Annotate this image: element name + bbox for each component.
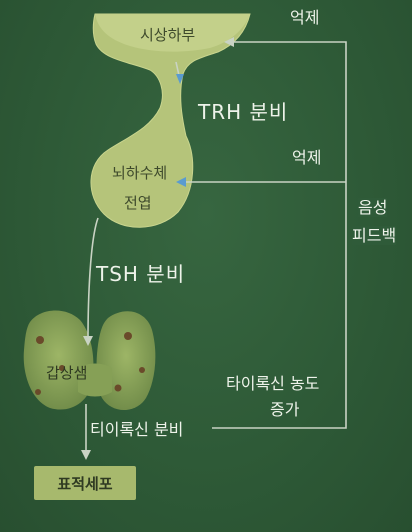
target-cells-box: 표적세포 (34, 466, 136, 500)
feedback-arrowhead-mid (176, 177, 186, 187)
target-cells-label: 표적세포 (57, 474, 113, 493)
pituitary-label-line1: 뇌하수체 (112, 164, 168, 182)
thyroxine-increase-label-line2: 증가 (270, 400, 300, 419)
thyroid-label: 갑상샘 (46, 364, 88, 382)
negative-feedback-label-line2: 피드백 (352, 226, 397, 246)
trh-secretion-label: TRH 분비 (198, 100, 289, 124)
thyroid-shape (23, 310, 156, 410)
arrowhead-tsh (83, 336, 93, 346)
arrowhead-target (81, 450, 91, 460)
thyroxine-secretion-label: 티이록신 분비 (90, 420, 184, 439)
hypothalamus-label: 시상하부 (140, 26, 196, 44)
thyroxine-increase-label-line1: 타이록신 농도 (226, 374, 320, 393)
tsh-secretion-label: TSH 분비 (96, 262, 186, 286)
feedback-lines (182, 41, 347, 429)
pituitary-label-line2: 전엽 (124, 194, 152, 212)
hypothalamus-top (95, 14, 250, 52)
feedback-arrowhead-top (224, 37, 234, 47)
hypothalamus-shape (90, 13, 251, 228)
inhibit-label-mid: 억제 (292, 148, 322, 167)
arrowhead-hypothalamus (176, 74, 184, 84)
negative-feedback-label-line1: 음성 (358, 198, 388, 218)
inhibit-label-top: 억제 (290, 8, 320, 27)
